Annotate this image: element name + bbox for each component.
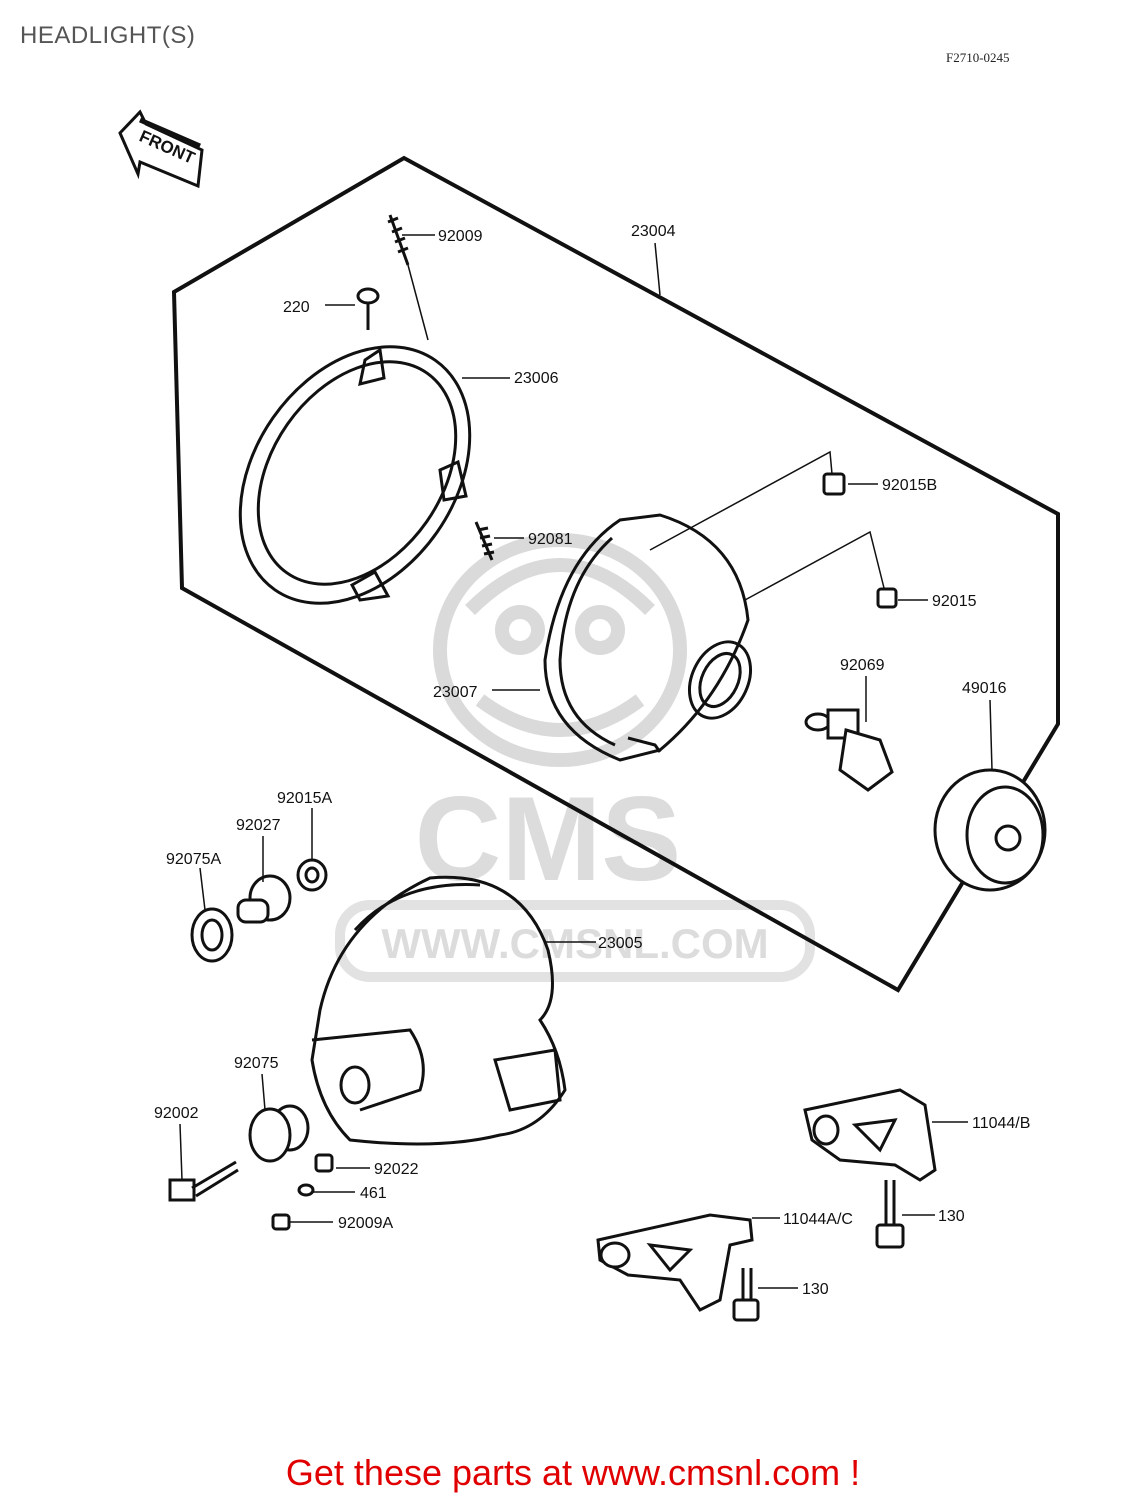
callout-92069: 92069 [840,657,885,674]
callout-92002: 92002 [154,1105,199,1122]
leader-nuts [649,450,885,601]
page-title: HEADLIGHT(S) [20,22,196,49]
callout-49016: 49016 [962,680,1007,697]
bracket-11044AC [596,1213,754,1312]
callout-92009: 92009 [438,228,483,245]
callout-220: 220 [283,299,310,316]
screw-92009A [271,1213,291,1231]
bolt-130-upper [875,1180,905,1249]
headlight-housing [543,513,752,762]
callout-23007: 23007 [433,684,478,701]
cms-watermark: CMS WWW.CMSNL.COM [335,533,815,982]
watermark-url: WWW.CMSNL.COM [381,920,768,967]
callout-11044AC: 11044A/C [783,1211,853,1228]
screw-220 [356,287,380,330]
collar-92027 [236,874,292,924]
callout-92022: 92022 [374,1161,419,1178]
diagram-code: F2710-0245 [946,50,1010,65]
front-arrow: FRONT [118,109,204,189]
nut-92015B [822,472,846,496]
part-callouts: 23004 92009 220 23006 92015B 92081 92015… [154,223,1030,1298]
callout-92009A: 92009A [338,1215,393,1232]
leader-lines [179,234,993,1289]
assembly-boundary [171,155,1060,993]
bulb-92069 [804,708,894,792]
callout-23006: 23006 [514,370,559,387]
callout-461: 461 [360,1185,387,1202]
callout-23005: 23005 [598,935,643,952]
nut-92022 [314,1153,334,1173]
headlight-case-23005 [310,875,567,1146]
headlight-rim [238,345,472,605]
footer-link[interactable]: Get these parts at www.cmsnl.com ! [285,1452,861,1493]
screw-461 [297,1183,315,1197]
callout-92075A: 92075A [166,851,221,868]
callout-130-lower: 130 [802,1281,829,1298]
bolt-92002 [168,1160,239,1202]
callout-92015B: 92015B [882,477,937,494]
adjust-screw-92009 [387,214,429,341]
callout-92015A: 92015A [277,790,332,807]
nut-92015A [296,858,328,892]
callout-130-upper: 130 [938,1208,965,1225]
bolt-130-lower [732,1268,760,1322]
callout-92015: 92015 [932,593,977,610]
bracket-11044B [803,1088,937,1182]
nut-92015 [876,587,898,609]
callout-11044B: 11044/B [972,1115,1030,1132]
washer-92075A [190,907,234,963]
callout-92075: 92075 [234,1055,279,1072]
callout-23004: 23004 [631,223,676,240]
callout-92027: 92027 [236,817,281,834]
dust-cap-49016 [933,768,1047,892]
spring-92081 [474,521,495,561]
cms-mascot-logo [433,533,687,767]
callout-92081: 92081 [528,531,573,548]
damper-92075 [248,1104,310,1163]
